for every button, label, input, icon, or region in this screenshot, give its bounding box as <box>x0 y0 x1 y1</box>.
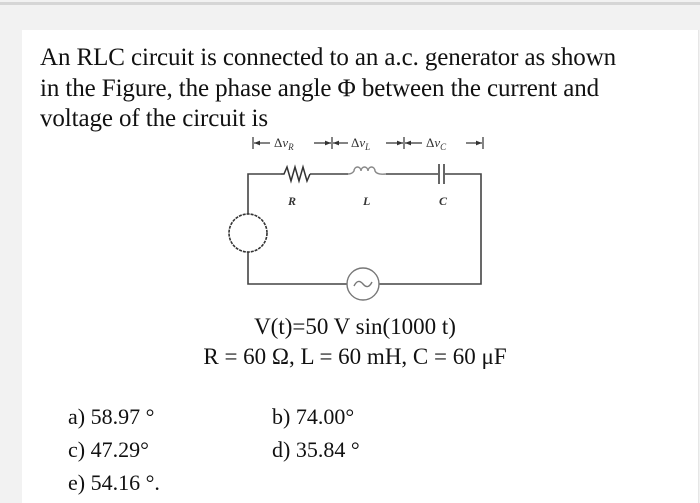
top-border-line <box>0 2 700 5</box>
option-b: b) 74.00° <box>272 404 355 429</box>
content-panel <box>22 30 699 503</box>
inductor-icon <box>347 166 387 175</box>
option-a: a) 58.97 ° <box>68 404 155 429</box>
option-e: e) 54.16 °. <box>68 470 160 495</box>
given-values: V(t)=50 V sin(1000 t) R = 60 Ω, L = 60 m… <box>0 312 700 372</box>
voltage-equation: V(t)=50 V sin(1000 t) <box>254 314 456 339</box>
ac-source-icon <box>346 267 380 301</box>
inductor-label: L <box>362 194 370 208</box>
question-line-3: voltage of the circuit is <box>40 105 268 132</box>
voltage-dimension-markers <box>252 137 484 149</box>
question-line-1: An RLC circuit is connected to an a.c. g… <box>40 44 617 71</box>
circuit-wires <box>247 173 482 285</box>
component-values: R = 60 Ω, L = 60 mH, C = 60 μF <box>203 344 507 369</box>
resistor-icon <box>281 164 311 184</box>
question-text: An RLC circuit is connected to an a.c. g… <box>40 43 680 135</box>
capacitor-icon <box>438 164 445 184</box>
question-line-2: in the Figure, the phase angle Φ between… <box>40 74 600 102</box>
option-d: d) 35.84 ° <box>272 437 360 462</box>
option-c: c) 47.29° <box>68 437 149 462</box>
capacitor-label: C <box>439 194 448 208</box>
resistor-label: R <box>287 194 296 208</box>
open-circle-element-icon <box>228 213 268 253</box>
